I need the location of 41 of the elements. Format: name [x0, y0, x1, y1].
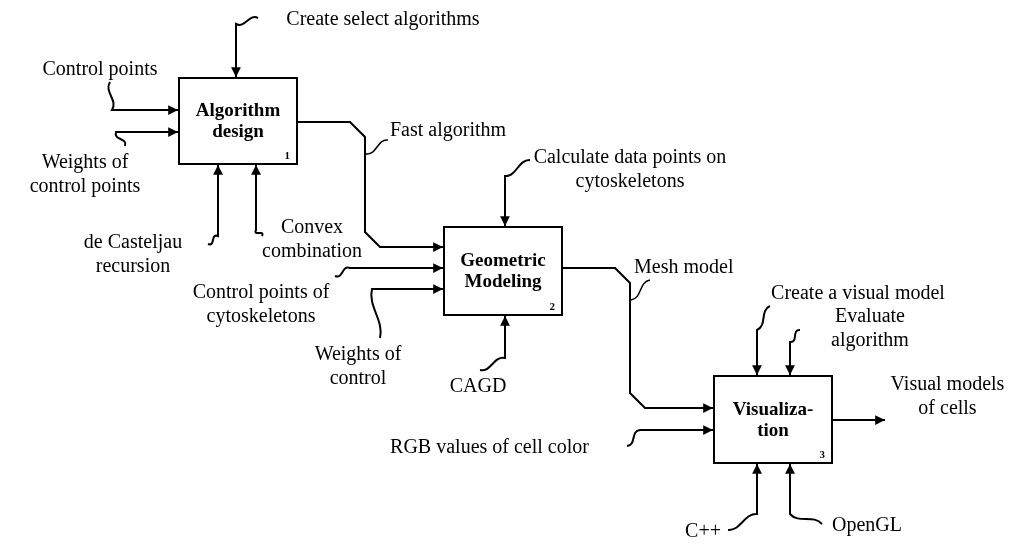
box-title: Visualiza- tion — [731, 398, 815, 441]
arrow — [785, 463, 823, 525]
arrow-label: Calculate data points on cytoskeletons — [532, 144, 728, 192]
arrow — [231, 16, 259, 78]
arrow-label: Control points of cytoskeletons — [191, 279, 331, 327]
arrow — [752, 305, 771, 376]
arrow — [370, 284, 444, 339]
box-title: Geometric Modeling — [459, 250, 547, 292]
box-number: 3 — [819, 448, 825, 460]
box-number: 2 — [549, 300, 555, 312]
box-title: Algorithm design — [194, 100, 282, 142]
arrow — [479, 315, 510, 372]
arrow — [626, 425, 714, 447]
arrow — [500, 159, 531, 227]
arrow — [832, 415, 886, 425]
arrow — [334, 263, 444, 278]
arrow-label: Evaluate algorithm — [830, 303, 910, 351]
arrow-label: Control points — [42, 56, 158, 80]
arrow — [107, 81, 179, 115]
arrow-label: de Casteljau recursion — [82, 229, 184, 277]
arrow-label: Visual models of cells — [889, 371, 1006, 419]
process-box — [713, 375, 833, 464]
process-box — [443, 226, 563, 316]
arrow-label: Weights of control points — [28, 149, 142, 197]
arrow — [251, 164, 264, 237]
arrow — [727, 463, 762, 531]
arrow-label: CAGD — [449, 373, 507, 397]
arrow — [785, 329, 801, 376]
arrow-label: Weights of control — [313, 341, 403, 389]
process-box — [178, 77, 298, 165]
arrow-label: Convex combination — [262, 214, 362, 262]
box-number: 1 — [284, 149, 290, 161]
arrow-label: C++ — [685, 518, 721, 542]
arrow — [114, 127, 179, 147]
arrow-label: Create select algorithms — [286, 6, 480, 30]
arrow-label: Create a visual model — [771, 280, 945, 304]
arrow-label: RGB values of cell color — [390, 434, 589, 458]
arrow — [562, 267, 714, 413]
arrow — [207, 164, 223, 246]
arrow — [297, 121, 444, 252]
arrow-label: OpenGL — [832, 512, 902, 536]
